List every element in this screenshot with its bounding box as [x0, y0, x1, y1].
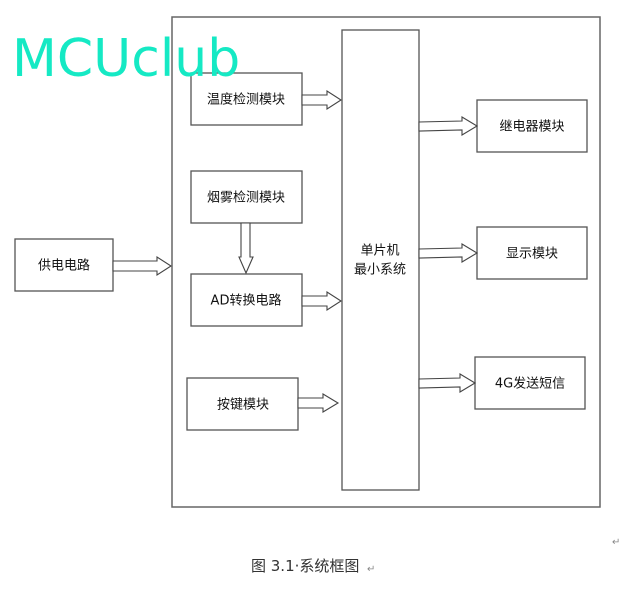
figure-caption: 图 3.1·系统框图 [251, 557, 359, 575]
arrow-mcu-to-sms [418, 373, 477, 393]
power-supply-label: 供电电路 [38, 258, 90, 274]
paragraph-mark: ↵ [612, 537, 620, 548]
temperature-module-label: 温度检测模块 [207, 92, 285, 108]
power-supply-block [14, 238, 114, 292]
smoke-module-label: 烟雾检测模块 [207, 191, 285, 206]
mcuclub-watermark: MCUclub [12, 29, 240, 89]
display-module-label: 显示模块 [506, 247, 558, 262]
ad-converter-block [190, 273, 303, 327]
key-module-label: 按键模块 [217, 398, 269, 413]
arrow-adc-to-mcu [301, 290, 343, 312]
arrow-smoke-to-adc [238, 222, 254, 275]
key-module-block [186, 377, 299, 431]
mcu-minimum-system-block [341, 29, 420, 491]
mcu-label-line2: 最小系统 [354, 263, 406, 278]
ad-converter-label: AD转换电路 [211, 293, 282, 309]
arrow-temp-to-mcu [301, 89, 343, 111]
arrow-power-to-system [112, 255, 173, 277]
mcu-label-line1: 单片机 [360, 244, 399, 259]
arrow-keys-to-mcu [297, 393, 340, 413]
smoke-module-block [190, 170, 303, 224]
system-container [171, 16, 601, 508]
temperature-module-block [190, 72, 303, 126]
caption-paragraph-mark: ↵ [367, 564, 375, 575]
arrow-mcu-to-relay [418, 116, 479, 136]
relay-module-label: 继电器模块 [499, 120, 564, 135]
arrow-mcu-to-display [418, 243, 479, 263]
sms-4g-module-label: 4G发送短信 [495, 376, 565, 392]
